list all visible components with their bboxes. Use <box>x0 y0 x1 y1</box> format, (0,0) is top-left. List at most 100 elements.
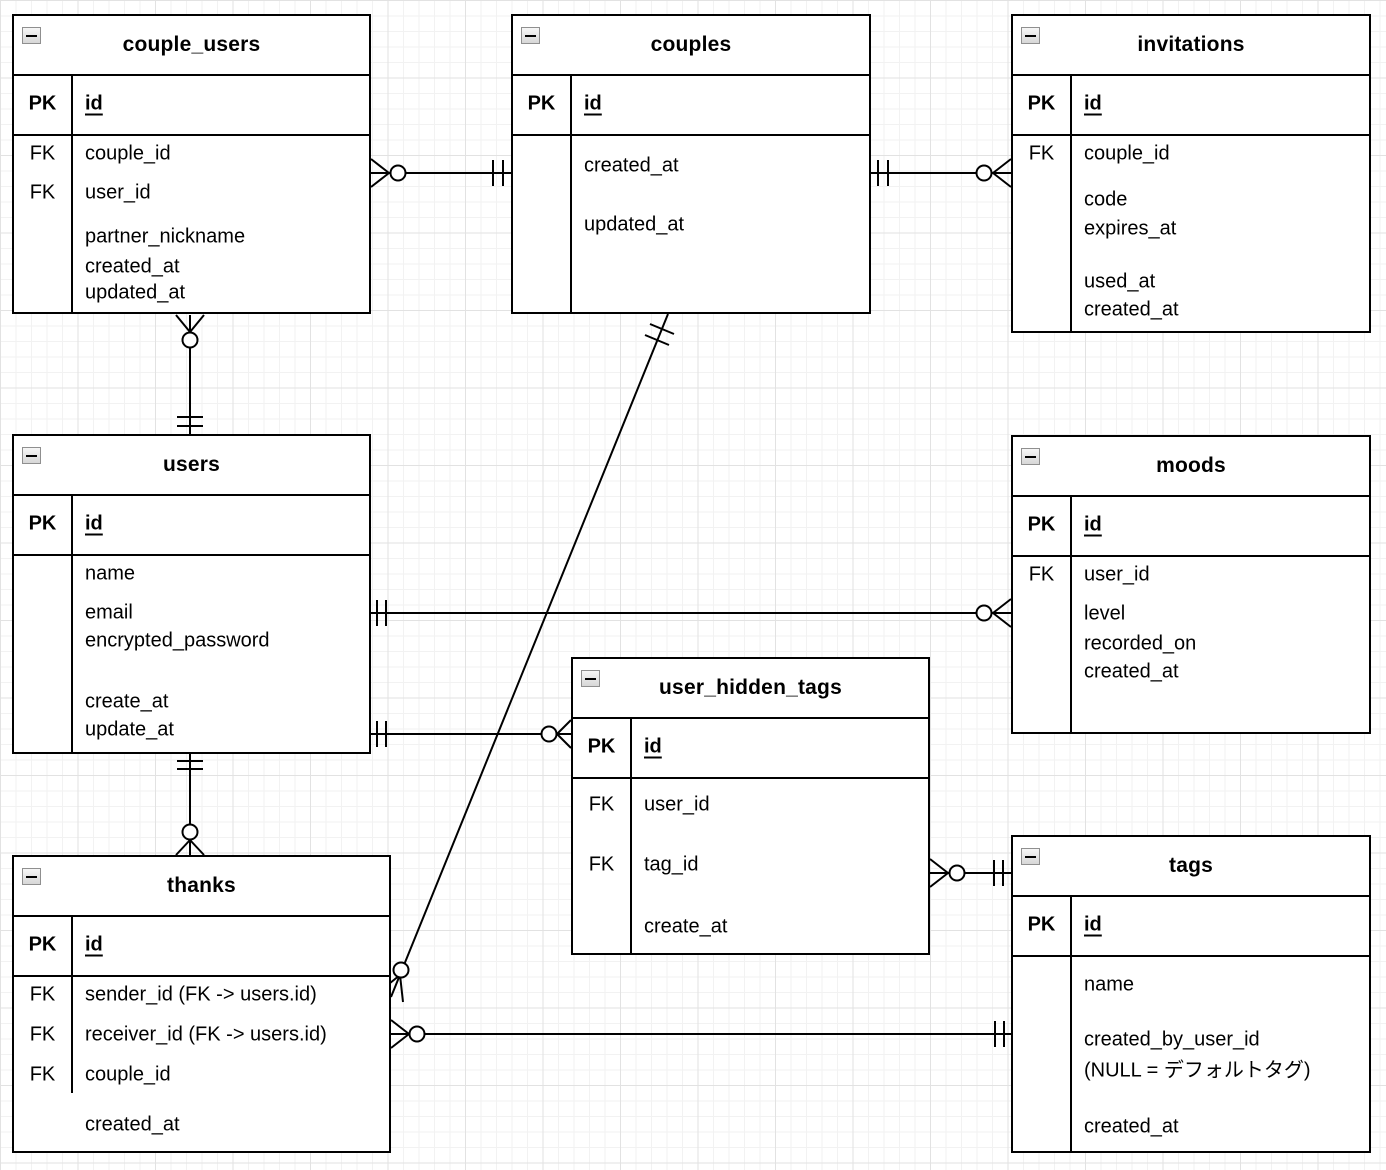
table-title: couple_users <box>122 33 261 56</box>
field-name: created_at <box>1084 1115 1179 1138</box>
minus-glyph <box>26 875 37 878</box>
field-name: created_at <box>85 1113 180 1136</box>
collapse-icon[interactable] <box>1021 448 1040 465</box>
fk-label: FK <box>1028 563 1055 586</box>
fk-label: FK <box>1028 142 1055 165</box>
field-name: partner_nickname <box>85 225 246 248</box>
table-header: invitations <box>1013 16 1369 76</box>
table-header: tags <box>1013 837 1369 897</box>
pk-label: PK <box>28 92 57 115</box>
edge-users-thanks[interactable] <box>175 754 205 856</box>
fk-label: FK <box>29 983 56 1006</box>
edge-couples-thanks[interactable] <box>378 313 675 1003</box>
collapse-icon[interactable] <box>22 27 41 44</box>
collapse-icon[interactable] <box>581 670 600 687</box>
key-column-divider <box>71 494 73 752</box>
pk-label: PK <box>587 735 616 758</box>
collapse-icon[interactable] <box>521 27 540 44</box>
field-name: code <box>1084 188 1128 211</box>
minus-glyph <box>525 34 536 37</box>
field-name: couple_id <box>85 142 171 165</box>
pk-label: PK <box>527 92 556 115</box>
pk-row-separator <box>1013 555 1369 557</box>
field-name: couple_id <box>1084 142 1170 165</box>
pk-label: PK <box>1027 92 1056 115</box>
edge-couple_users-couples[interactable] <box>370 158 511 188</box>
table-header: couples <box>513 16 869 76</box>
edge-thanks-tags[interactable] <box>390 1019 1011 1049</box>
key-column-divider <box>630 717 632 953</box>
pk-field-name: id <box>85 92 103 115</box>
field-name: updated_at <box>85 281 186 304</box>
pk-row-separator <box>573 777 928 779</box>
pk-field-name: id <box>644 735 662 758</box>
pk-label: PK <box>1027 913 1056 936</box>
collapse-icon[interactable] <box>1021 848 1040 865</box>
pk-label: PK <box>28 933 57 956</box>
table-title: thanks <box>167 874 236 897</box>
pk-field-name: id <box>85 512 103 535</box>
pk-field-name: id <box>1084 92 1102 115</box>
minus-glyph <box>26 454 37 457</box>
fk-label: FK <box>29 142 56 165</box>
field-name: created_at <box>584 154 679 177</box>
table-title: users <box>162 453 221 476</box>
pk-field-name: id <box>85 933 103 956</box>
collapse-icon[interactable] <box>1021 27 1040 44</box>
pk-label: PK <box>1027 513 1056 536</box>
pk-field-name: id <box>1084 913 1102 936</box>
table-title: tags <box>1169 854 1213 877</box>
field-name: used_at <box>1084 270 1156 293</box>
edge-couples-invitations[interactable] <box>871 158 1012 188</box>
field-name: user_id <box>85 181 151 204</box>
table-header: user_hidden_tags <box>573 659 928 719</box>
edge-user_hidden_tags-tags[interactable] <box>929 858 1011 888</box>
table-header: couple_users <box>14 16 369 76</box>
edge-users-user_hidden_tags[interactable] <box>371 719 572 749</box>
field-name: receiver_id (FK -> users.id) <box>85 1023 327 1046</box>
field-name: create_at <box>644 915 728 938</box>
key-column-divider <box>1070 74 1072 331</box>
field-name: created_at <box>85 255 180 278</box>
field-name: created_by_user_id <box>1084 1028 1260 1051</box>
collapse-icon[interactable] <box>22 868 41 885</box>
table-title: couples <box>650 33 732 56</box>
field-name: tag_id <box>644 853 699 876</box>
pk-field-name: id <box>1084 513 1102 536</box>
table-title: invitations <box>1137 33 1245 56</box>
key-column-divider <box>71 74 73 312</box>
pk-row-separator <box>14 975 389 977</box>
field-name: couple_id <box>85 1063 171 1086</box>
minus-glyph <box>1025 34 1036 37</box>
pk-row-separator <box>14 134 369 136</box>
pk-label: PK <box>28 512 57 535</box>
field-name: (NULL = デフォルトタグ) <box>1084 1059 1311 1082</box>
collapse-icon[interactable] <box>22 447 41 464</box>
minus-glyph <box>26 34 37 37</box>
pk-row-separator <box>14 554 369 556</box>
field-name: level <box>1084 602 1126 625</box>
field-name: name <box>85 562 136 585</box>
fk-label: FK <box>588 793 615 816</box>
key-column-divider <box>71 915 73 1093</box>
field-name: encrypted_password <box>85 629 270 652</box>
fk-label: FK <box>588 853 615 876</box>
field-name: create_at <box>85 690 169 713</box>
edge-users-moods[interactable] <box>371 598 1012 628</box>
field-name: update_at <box>85 718 174 741</box>
table-header: thanks <box>14 857 389 917</box>
key-column-divider <box>1070 495 1072 732</box>
field-name: user_id <box>1084 563 1150 586</box>
fk-label: FK <box>29 1063 56 1086</box>
edge-couple_users-users[interactable] <box>175 314 205 434</box>
